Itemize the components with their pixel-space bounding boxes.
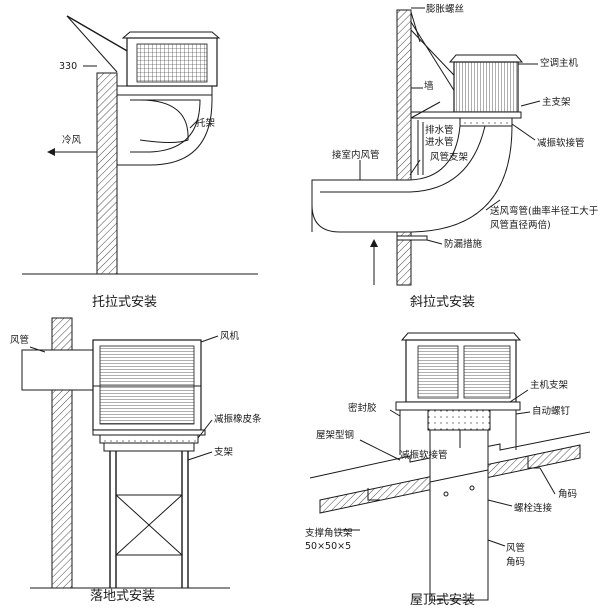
label-duct: 风管 — [10, 334, 29, 346]
label-roof-steel: 屋架型钢 — [316, 429, 354, 441]
caption-diagonal: 斜拉式安装 — [410, 295, 475, 310]
main-support — [395, 401, 521, 411]
caption-roof: 屋顶式安装 — [410, 593, 475, 608]
unit-grille — [136, 43, 208, 83]
label-duct: 风管 — [506, 542, 525, 554]
label-self-tapping: 自动螺钉 — [532, 405, 571, 417]
tie-rod — [66, 15, 130, 53]
label-stand: 支架 — [214, 446, 234, 458]
label-expansion-bolt: 膨胀螺丝 — [426, 3, 464, 15]
ac-main-unit — [453, 61, 519, 113]
label-main-unit: 空调主机 — [540, 57, 579, 69]
label-elbow-line2: 风管直径两倍) — [490, 219, 551, 231]
stand-top — [103, 442, 195, 452]
label-cold-air: 冷风 — [62, 134, 82, 146]
label-dimension: 330 — [59, 61, 77, 72]
label-main-support: 主机支架 — [530, 379, 569, 391]
panel-diagonal-install: 膨胀螺丝 空调主机 墙 主支架 排水管 进水管 减振软接管 接室内风管 风管支架… — [311, 3, 598, 310]
air-duct — [21, 349, 96, 391]
unit-louver — [99, 345, 195, 425]
caption-floor: 落地式安装 — [90, 589, 155, 604]
label-angle-frame-line1: 支撑角铁架 — [305, 527, 353, 539]
label-inlet-pipe: 进水管 — [425, 136, 454, 148]
damping-joint — [459, 117, 513, 127]
label-bolt: 螺栓连接 — [514, 502, 553, 514]
wall — [96, 72, 118, 275]
damping-joint — [427, 409, 491, 431]
curved-duct — [116, 94, 213, 166]
main-support — [410, 111, 522, 119]
caption-bracket: 托拉式安装 — [92, 295, 157, 310]
label-corner-block-2: 角码 — [506, 556, 525, 568]
label-duct-support: 风管支架 — [430, 151, 469, 163]
wall — [396, 9, 412, 286]
vertical-duct — [429, 429, 489, 601]
rubber-strip — [99, 434, 199, 444]
label-wall: 墙 — [424, 80, 434, 92]
panel-bracket-install: 330 冷风 托架 托拉式安装 — [22, 15, 258, 310]
label-leak-proof: 防漏措施 — [444, 238, 483, 250]
label-drain-pipe: 排水管 — [425, 124, 454, 136]
label-damping-joint: 减振软接管 — [537, 137, 585, 149]
label-elbow-line1: 送风弯管(曲率半径工大于 — [490, 205, 598, 217]
label-rubber-strip: 减振橡皮条 — [214, 413, 262, 425]
label-bracket: 托架 — [196, 117, 216, 129]
panel-roof-install: 主机支架 密封胶 自动螺钉 屋架型钢 减振软接管 角码 螺栓连接 支撑角铁架 5… — [305, 332, 591, 608]
unit-roof — [121, 31, 221, 39]
supply-elbow-duct — [311, 125, 513, 233]
label-damping-joint: 减振软接管 — [400, 449, 448, 461]
label-fan: 风机 — [220, 330, 240, 342]
label-indoor-duct: 接室内风管 — [332, 149, 380, 161]
panel-floor-install: 风管 风机 减振橡皮条 支架 落地式安装 — [10, 317, 262, 604]
label-main-support: 主支架 — [542, 96, 571, 108]
label-corner-block: 角码 — [558, 488, 577, 500]
label-angle-frame-line2: 50×50×5 — [305, 541, 351, 552]
label-sealant: 密封胶 — [348, 402, 377, 414]
